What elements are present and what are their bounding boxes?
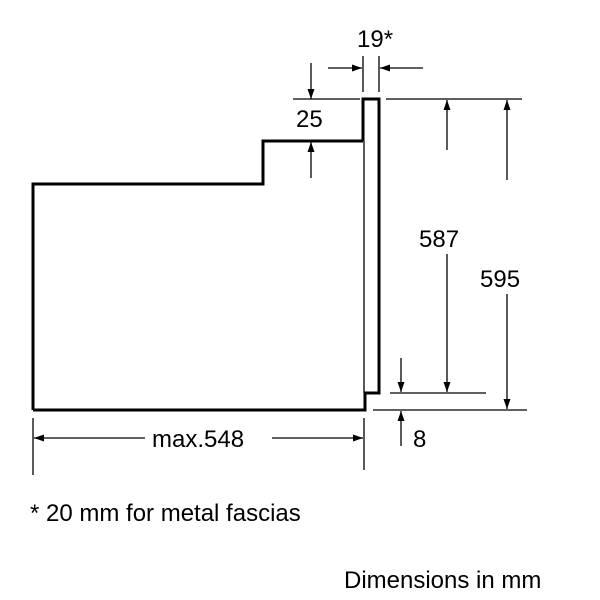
footnote: * 20 mm for metal fascias <box>30 500 301 527</box>
label-top-step: 25 <box>296 106 323 133</box>
label-depth: max.548 <box>152 426 245 453</box>
label-front-inner-height: 587 <box>419 226 460 254</box>
label-total-height: 595 <box>480 266 521 294</box>
label-bottom-offset: 8 <box>413 426 427 453</box>
dimension-arrows <box>34 63 511 446</box>
units-note: Dimensions in mm <box>344 567 542 594</box>
appliance-outline <box>31 139 363 410</box>
appliance-bottom <box>33 97 381 412</box>
extension-lines <box>32 56 527 475</box>
label-front-thickness: 19* <box>357 26 394 53</box>
